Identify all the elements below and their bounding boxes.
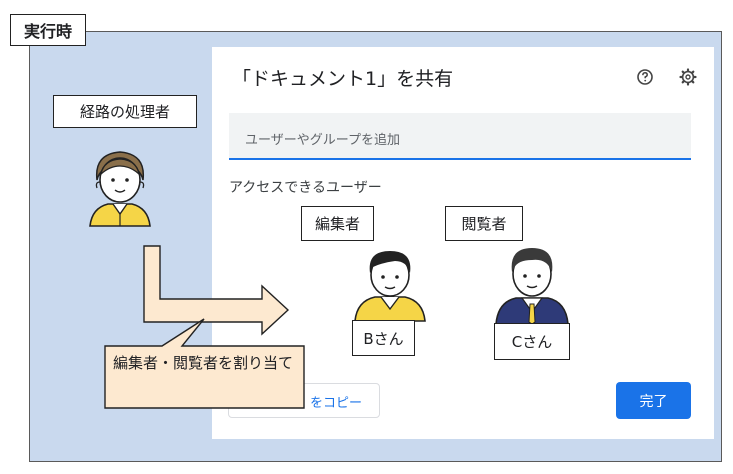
dialog-title: 「ドキュメント1」を共有	[232, 68, 454, 90]
callout-box	[104, 318, 305, 409]
runtime-tag: 実行時	[10, 14, 86, 46]
done-button[interactable]: 完了	[616, 382, 691, 419]
user-b-label: Bさん	[352, 320, 415, 356]
copy-link-label: をコピー	[310, 396, 363, 411]
editor-role-label: 編集者	[301, 206, 374, 241]
access-list-heading: アクセスできるユーザー	[229, 180, 382, 196]
gear-icon[interactable]	[677, 66, 699, 88]
help-icon[interactable]	[634, 66, 656, 88]
callout-text: 編集者・閲覧者を割り当て	[113, 354, 294, 372]
add-people-input[interactable]	[229, 113, 691, 160]
user-c-label: Cさん	[494, 323, 570, 360]
user-b-avatar	[354, 251, 426, 322]
assign-arrow	[143, 245, 290, 336]
handler-label: 経路の処理者	[53, 95, 197, 128]
viewer-role-label: 閲覧者	[445, 206, 523, 241]
handler-avatar	[89, 151, 151, 227]
user-c-avatar	[495, 248, 569, 325]
add-people-placeholder: ユーザーやグループを追加	[245, 133, 400, 148]
